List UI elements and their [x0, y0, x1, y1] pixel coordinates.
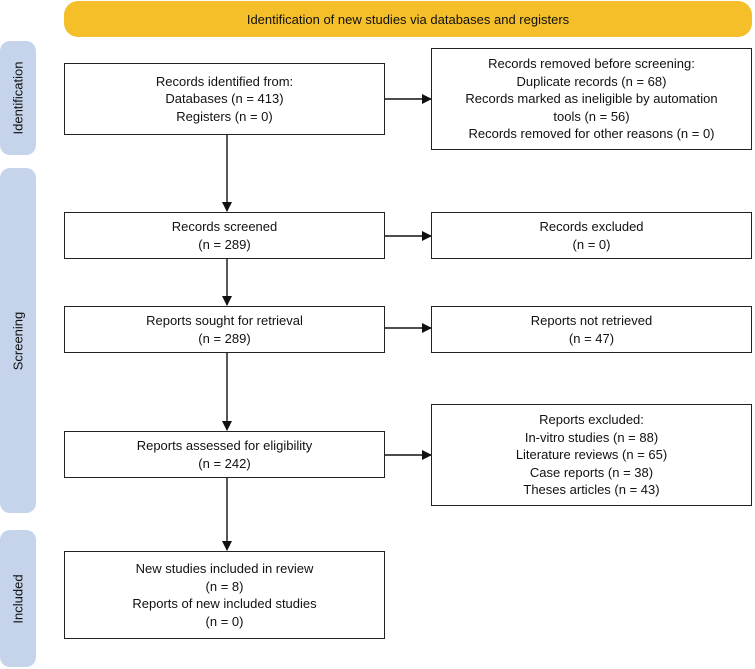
reports-excluded-line: Theses articles (n = 43): [523, 482, 660, 498]
reports-sought-box: Reports sought for retrieval (n = 289): [64, 306, 385, 353]
reports-sought-line: Reports sought for retrieval: [146, 313, 303, 328]
records-removed-line: Records removed for other reasons (n = 0…: [468, 126, 715, 142]
phase-screening: Screening: [0, 168, 36, 513]
records-removed-line: Records removed before screening:: [488, 56, 695, 72]
studies-included-box: New studies included in review (n = 8) R…: [64, 551, 385, 639]
studies-included-line: Reports of new included studies: [132, 596, 317, 611]
identification-header: Identification of new studies via databa…: [64, 1, 752, 37]
records-excluded-line: (n = 0): [572, 236, 611, 252]
reports-not-retrieved-line: (n = 47): [568, 330, 615, 346]
phase-identification: Identification: [0, 41, 36, 155]
records-screened-box: Records screened (n = 289): [64, 212, 385, 259]
records-removed-line: tools (n = 56): [553, 108, 630, 124]
reports-excluded-line: Case reports (n = 38): [529, 464, 654, 480]
records-removed-box: Records removed before screening: Duplic…: [431, 48, 752, 150]
reports-assessed-box: Reports assessed for eligibility (n = 24…: [64, 431, 385, 478]
studies-included-line: (n = 0): [205, 613, 244, 629]
records-identified-line: Databases (n = 413): [165, 91, 284, 107]
records-identified-box: Records identified from: Databases (n = …: [64, 63, 385, 135]
reports-excluded-line: Literature reviews (n = 65): [515, 447, 668, 463]
records-identified-line: Records identified from:: [155, 73, 294, 89]
studies-included-line: (n = 8): [205, 578, 244, 594]
records-removed-line: Records marked as ineligible by automati…: [465, 91, 718, 107]
records-screened-line: (n = 289): [198, 236, 251, 252]
reports-excluded-box: Reports excluded: In-vitro studies (n = …: [431, 404, 752, 506]
reports-not-retrieved-line: Reports not retrieved: [530, 313, 653, 328]
records-excluded-box: Records excluded (n = 0): [431, 212, 752, 259]
reports-assessed-line: (n = 242): [198, 455, 251, 471]
reports-excluded-line: Reports excluded:: [539, 412, 644, 428]
studies-included-line: New studies included in review: [135, 561, 314, 576]
reports-assessed-line: Reports assessed for eligibility: [136, 438, 313, 453]
records-identified-line: Registers (n = 0): [176, 108, 273, 124]
records-removed-line: Duplicate records (n = 68): [516, 73, 667, 89]
reports-excluded-line: In-vitro studies (n = 88): [524, 429, 659, 445]
reports-not-retrieved-box: Reports not retrieved (n = 47): [431, 306, 752, 353]
records-excluded-line: Records excluded: [539, 219, 644, 234]
records-screened-line: Records screened: [171, 219, 278, 234]
reports-sought-line: (n = 289): [198, 330, 251, 346]
phase-included: Included: [0, 530, 36, 667]
header-title: Identification of new studies via databa…: [246, 11, 570, 27]
